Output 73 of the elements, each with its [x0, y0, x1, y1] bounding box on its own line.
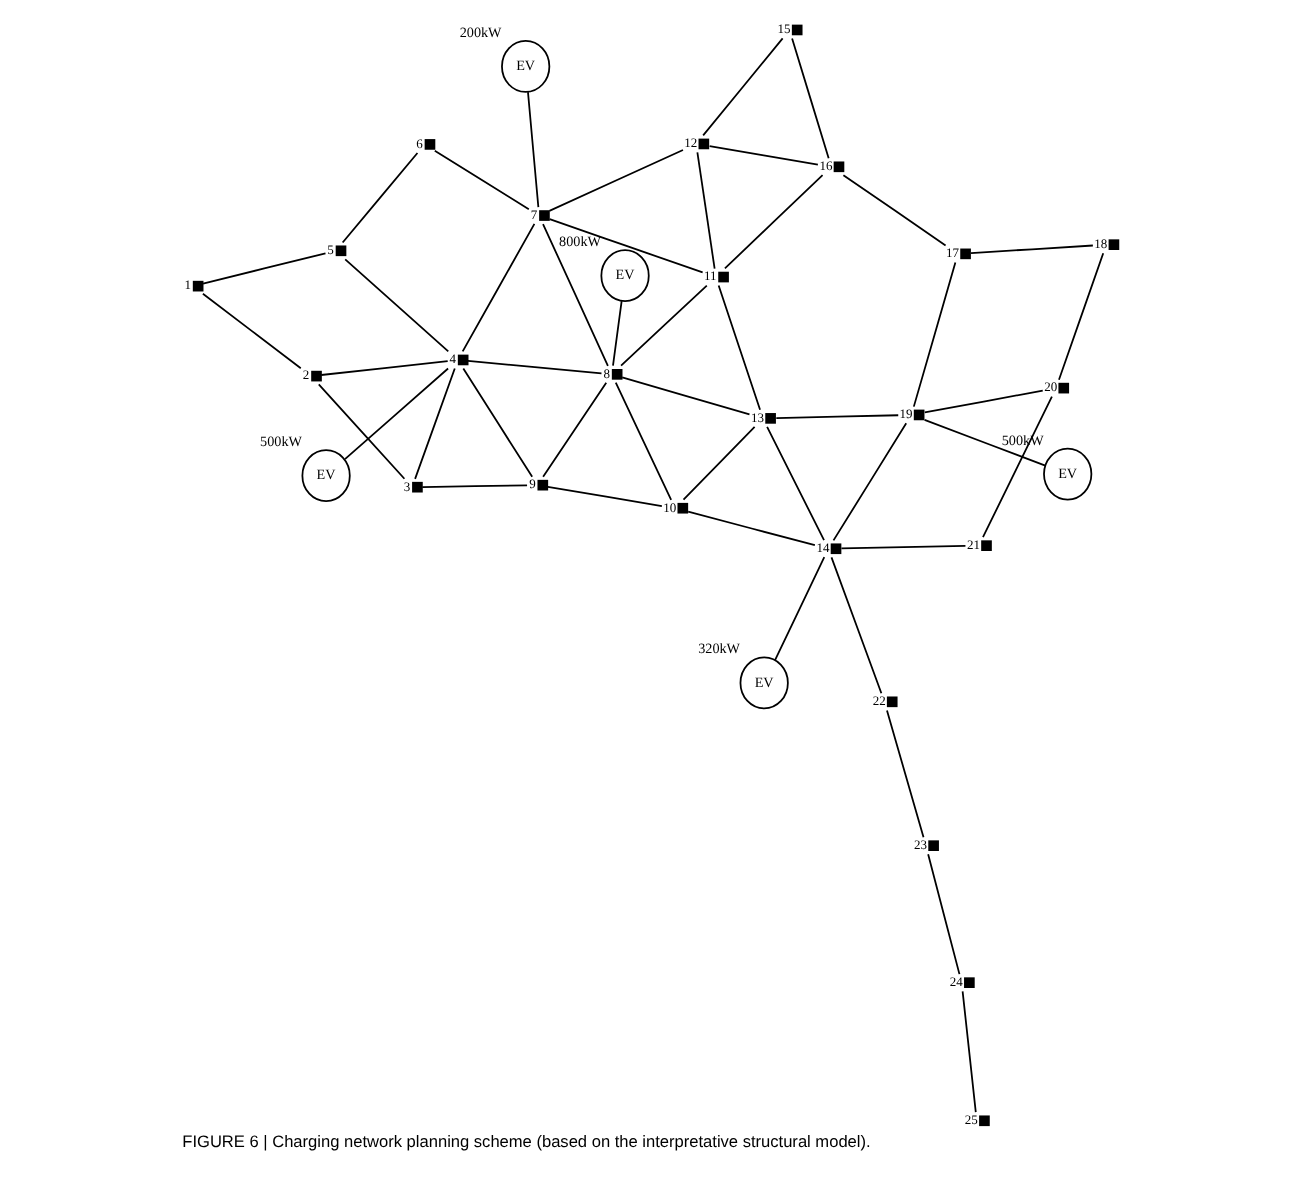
connector [687, 510, 816, 547]
node-box [833, 161, 845, 173]
node-box [335, 245, 347, 257]
node-box [611, 369, 623, 380]
node-box [928, 840, 939, 851]
connector [775, 414, 900, 419]
connector [708, 145, 819, 166]
connector [614, 381, 673, 501]
connector [766, 425, 825, 542]
connector [341, 152, 419, 244]
node-box [698, 138, 710, 150]
connector [830, 556, 883, 695]
connector [702, 37, 784, 137]
node-box [1058, 382, 1070, 394]
connector [724, 174, 824, 270]
connector [912, 261, 957, 408]
connector [840, 545, 967, 550]
connector [344, 258, 450, 353]
connector [791, 37, 830, 160]
connector [433, 149, 530, 211]
connector [542, 223, 609, 367]
connector [961, 990, 977, 1114]
node-box [886, 696, 898, 708]
connector [612, 300, 623, 367]
connector [1058, 252, 1105, 381]
connector [462, 367, 534, 478]
node-box [718, 271, 729, 283]
connector [548, 149, 684, 212]
connector [982, 395, 1053, 539]
connector [202, 292, 302, 370]
connector [886, 709, 925, 839]
connector [414, 367, 456, 480]
connector [467, 360, 603, 375]
node-box [964, 977, 975, 988]
node-box [412, 481, 423, 493]
node-box [457, 354, 469, 366]
connector [774, 556, 826, 662]
node-box [765, 413, 776, 424]
connector [461, 223, 536, 353]
connector [970, 244, 1094, 254]
connector [923, 389, 1044, 414]
connector [320, 360, 449, 376]
connector [344, 367, 449, 460]
node-box [960, 248, 971, 260]
node-box [311, 370, 322, 382]
connector [527, 91, 540, 209]
node-box [537, 479, 549, 491]
connector [546, 486, 663, 507]
node-box [192, 280, 204, 292]
connector [696, 151, 716, 270]
connector [842, 174, 947, 247]
node-box [677, 502, 689, 514]
node-box [979, 1115, 990, 1127]
connector [620, 284, 708, 367]
caption: FIGURE 6 | Charging network planning scheme (based on the interpretative structural model). [182, 1131, 871, 1152]
connector [202, 252, 327, 285]
connector [542, 381, 608, 478]
connector [682, 425, 756, 501]
connector [927, 853, 961, 975]
connector [832, 422, 908, 542]
connector [923, 419, 1047, 467]
node-box [424, 139, 436, 150]
node-box [913, 409, 925, 421]
connector [717, 284, 761, 411]
node-box [981, 540, 992, 551]
node-box [539, 210, 550, 221]
node-box [830, 543, 842, 555]
connector [317, 383, 406, 480]
connector [421, 484, 528, 488]
node-box [1108, 239, 1120, 250]
node-box [791, 24, 803, 36]
connector [548, 218, 704, 274]
connector [621, 376, 751, 416]
